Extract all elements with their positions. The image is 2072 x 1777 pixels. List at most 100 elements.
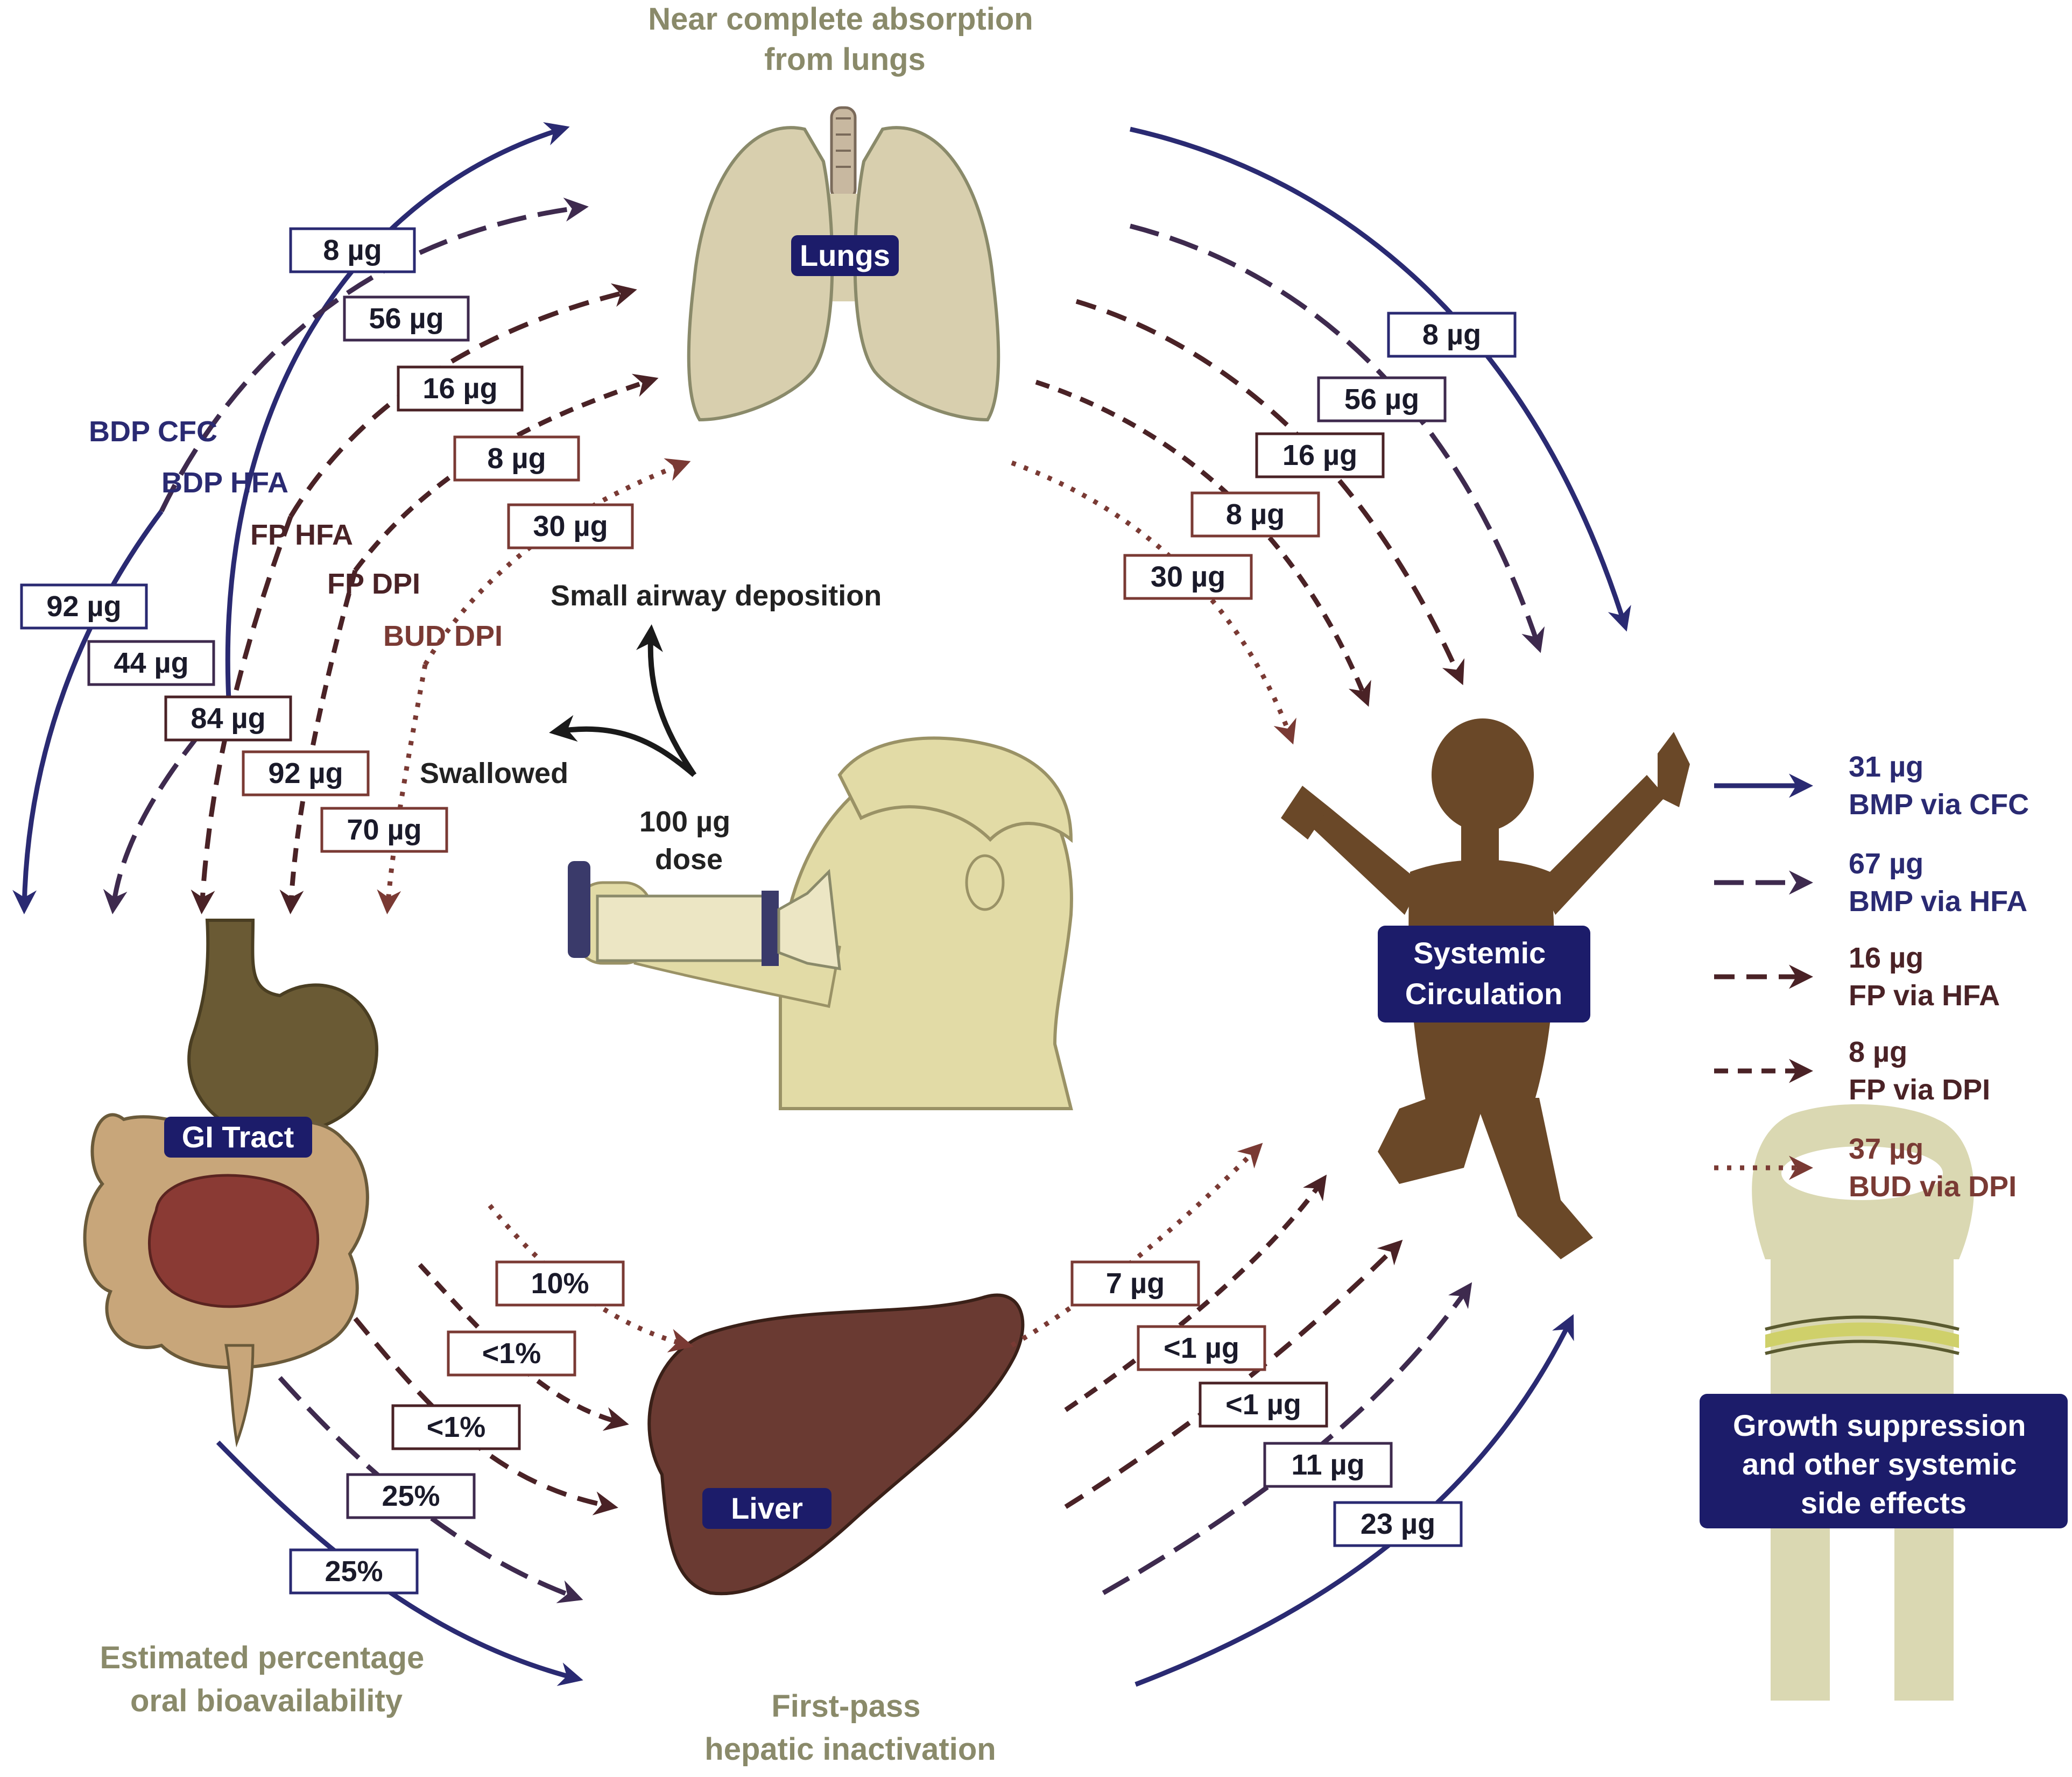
liver-to-systemic-value-1-box <box>1070 1260 1200 1307</box>
lungs-to-systemic-value-2: 56 µg <box>1344 383 1419 415</box>
legend-value-1: 31 µg <box>1849 751 1923 783</box>
lungs-label: Lungs <box>800 238 890 272</box>
legend-value-3: 16 µg <box>1849 942 1923 974</box>
lungs-to-systemic-value-5-box <box>1123 554 1253 600</box>
to-gi-value-5: 70 µg <box>347 814 421 846</box>
systemic-label-box <box>1378 926 1590 1023</box>
gi-to-liver-value-4-box <box>346 1473 476 1519</box>
to-lungs-value-3-box <box>397 365 524 412</box>
arrow-lungs-to-systemic-2 <box>1129 223 1545 653</box>
lungs-to-systemic-value-5: 30 µg <box>1151 561 1225 593</box>
gi-to-liver-value-3-box <box>391 1404 521 1450</box>
arrow-gi-to-liver-4 <box>278 1376 583 1603</box>
lungs-to-systemic-value-4: 8 µg <box>1226 498 1285 531</box>
liver-to-systemic-value-1: 7 µg <box>1106 1267 1165 1300</box>
arrow-lungs-to-systemic-4 <box>1035 379 1371 707</box>
legend-value-5: 37 µg <box>1849 1133 1923 1165</box>
gi-to-liver-value-2-box <box>447 1330 576 1377</box>
lungs-to-systemic-value-3-box <box>1255 432 1385 478</box>
arrow-liver-to-systemic-2 <box>1064 1174 1327 1412</box>
patient-with-inhaler <box>568 736 1073 1110</box>
arrow-lungs-to-systemic-1 <box>1130 126 1631 632</box>
systemic-label: Systemic Circulation <box>1405 936 1562 1011</box>
gi-label: GI Tract <box>182 1120 294 1154</box>
small-airway-label: Small airway deposition <box>551 580 882 612</box>
liver-to-systemic-value-4: 11 µg <box>1291 1449 1364 1481</box>
lungs-to-systemic-value-4-box <box>1190 491 1320 538</box>
liver-label-box <box>702 1488 831 1529</box>
arrow-lungs-to-systemic-5 <box>1011 460 1296 745</box>
arrow-liver-to-systemic-3 <box>1064 1239 1403 1509</box>
drug-label-4: FP DPI <box>327 568 420 600</box>
gi-to-liver-value-5: 25% <box>325 1555 383 1588</box>
to-gi-value-3-box <box>164 695 292 742</box>
to-gi-value-5-box <box>320 807 448 853</box>
lungs-to-systemic-value-1: 8 µg <box>1422 319 1481 351</box>
liver-illustration <box>647 1293 1025 1596</box>
to-gi-value-2: 44 µg <box>114 647 188 679</box>
liver-to-systemic-value-4-box <box>1263 1442 1393 1488</box>
liver-to-systemic-value-5-box <box>1333 1501 1463 1547</box>
arrow-to-gi-2 <box>103 698 231 914</box>
legend-label-2: BMP via HFA <box>1849 885 2027 918</box>
gi-to-liver-value-1-box <box>495 1260 625 1307</box>
liver-to-systemic-value-5: 23 µg <box>1361 1508 1435 1540</box>
to-lungs-value-5-box <box>507 503 634 549</box>
arrow-liver-to-systemic-1 <box>1010 1143 1263 1348</box>
first-pass-caption: First-pass hepatic inactivation <box>704 1689 996 1767</box>
drug-labels: BDP CFC BDP HFA FP HFA FP DPI BUD DPI <box>89 415 503 652</box>
to-lungs-value-4-box <box>453 435 580 482</box>
to-lungs-value-1-box <box>289 227 416 273</box>
child-silhouette <box>1281 718 1690 1259</box>
gi-to-liver-value-4: 25% <box>382 1480 440 1512</box>
lungs-top-caption: Near complete absorption from lungs <box>648 2 1042 77</box>
to-lungs-value-2: 56 µg <box>369 302 443 335</box>
lungs-to-systemic-value-1-box <box>1387 312 1517 358</box>
to-gi-value-1: 92 µg <box>46 590 121 623</box>
arrow-to-gi-1 <box>12 510 164 914</box>
liver-to-systemic-value-3: <1 µg <box>1225 1388 1301 1421</box>
legend-value-4: 8 µg <box>1849 1036 1907 1068</box>
liver-to-systemic-value-2-box <box>1137 1325 1266 1371</box>
gi-tract-illustration <box>83 919 379 1448</box>
to-gi-value-3: 84 µg <box>191 702 265 735</box>
swallowed-label: Swallowed <box>420 757 568 789</box>
lungs-to-systemic-value-3: 16 µg <box>1282 439 1357 471</box>
liver-to-systemic-value-2: <1 µg <box>1164 1332 1239 1364</box>
oral-bioavailability-caption: Estimated percentage oral bioavailabilit… <box>100 1640 433 1718</box>
swallowed-arrow <box>549 715 696 777</box>
drug-label-1: BDP CFC <box>89 415 217 448</box>
to-lungs-value-1: 8 µg <box>323 234 382 266</box>
arrow-to-gi-4 <box>279 569 358 914</box>
to-lungs-value-2-box <box>343 295 470 342</box>
legend-label-4: FP via DPI <box>1849 1074 1990 1106</box>
to-lungs-value-3: 16 µg <box>422 372 497 405</box>
arrow-to-lungs-1 <box>225 122 570 700</box>
lungs-illustration <box>687 106 1000 422</box>
gi-to-liver-value-5-box <box>289 1548 419 1595</box>
drug-label-5: BUD DPI <box>383 620 503 652</box>
growth-suppression-box <box>1700 1394 2068 1528</box>
drug-label-2: BDP HFA <box>161 467 288 499</box>
legend-label-5: BUD via DPI <box>1849 1170 2017 1203</box>
lungs-label-box <box>791 235 899 276</box>
lungs-to-systemic-value-2-box <box>1317 376 1447 422</box>
to-gi-value-2-box <box>87 640 215 686</box>
gi-to-liver-value-2: <1% <box>482 1337 541 1370</box>
to-lungs-value-4: 8 µg <box>487 442 546 475</box>
arrow-to-lungs-2 <box>159 198 589 512</box>
growth-suppression-label: Growth suppression and other systemic si… <box>1733 1408 2034 1520</box>
bone-illustration <box>1752 1104 1974 1701</box>
gi-to-liver-value-3: <1% <box>427 1411 486 1443</box>
arrow-to-gi-5 <box>377 664 428 914</box>
arrow-to-lungs-5 <box>423 458 691 666</box>
liver-to-systemic-value-3-box <box>1199 1381 1328 1428</box>
drug-label-3: FP HFA <box>250 519 353 551</box>
legend-value-2: 67 µg <box>1849 848 1923 880</box>
to-lungs-value-5: 30 µg <box>533 510 608 542</box>
flow-arrows <box>12 122 1631 1687</box>
legend-label-3: FP via HFA <box>1849 979 2000 1012</box>
gi-to-liver-value-1: 10% <box>531 1267 589 1300</box>
liver-label: Liver <box>731 1491 803 1525</box>
